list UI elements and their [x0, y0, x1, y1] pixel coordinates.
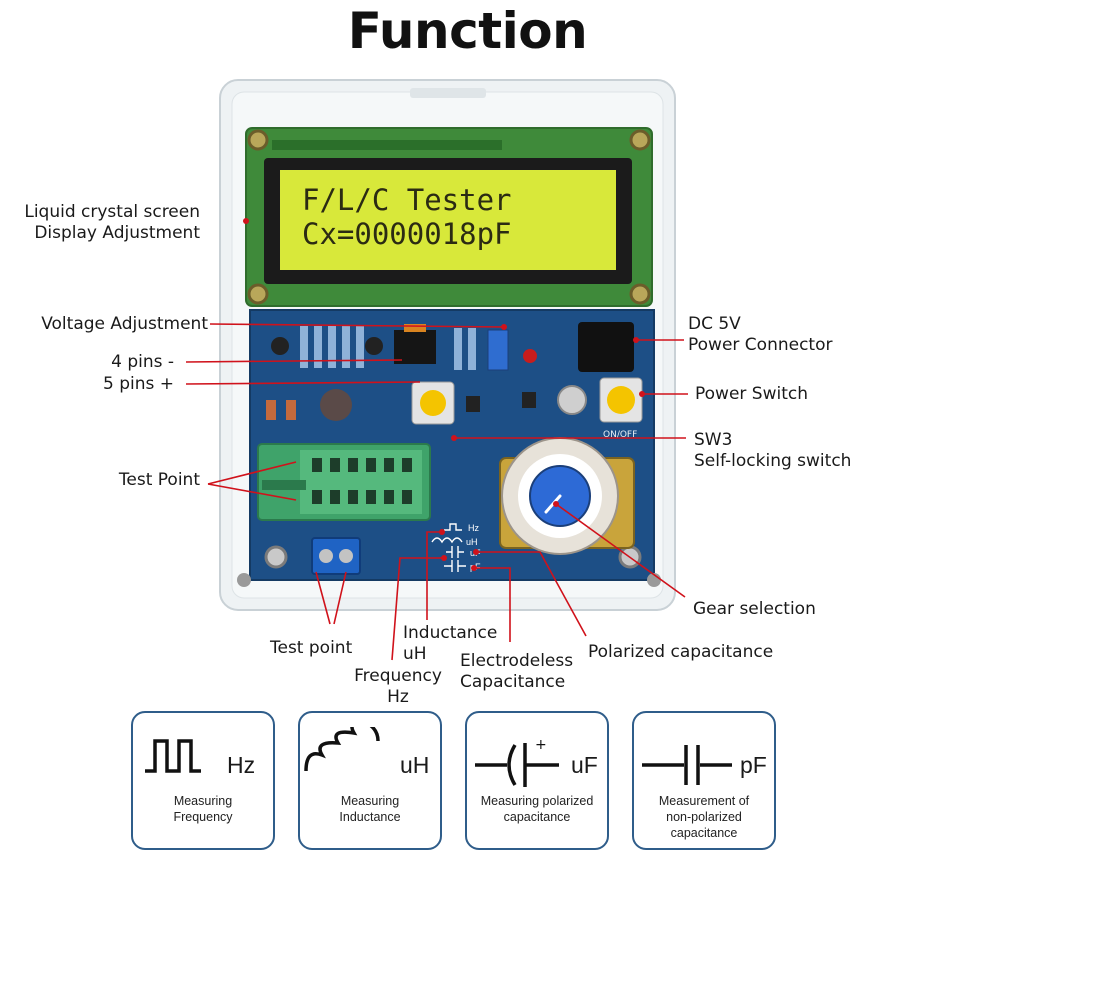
card-unit-hz: Hz [227, 752, 255, 778]
label-dc-line1: DC 5V [688, 314, 741, 334]
label-electrodeless-line1: Electrodeless [460, 651, 574, 671]
card-unit-uf: uF [571, 752, 598, 778]
gear-selector-rotary [499, 437, 635, 555]
sw3-button [411, 381, 455, 425]
ic-chip [394, 330, 436, 364]
label-voltage-adjustment: Voltage Adjustment [41, 314, 208, 334]
callout-4pins [185, 359, 403, 363]
lcd-header-pins [272, 140, 502, 150]
label-electrodeless: Electrodeless Capacitance [460, 651, 573, 693]
lcd-line-1: F/L/C Tester [302, 183, 512, 217]
voltage-potentiometer [487, 329, 509, 371]
lcd-screen [280, 170, 616, 270]
callout-inductance [426, 531, 442, 620]
label-inductance-line2: uH [403, 644, 427, 664]
card-unit-pf: pF [740, 752, 767, 778]
callout-terminal-b [333, 571, 347, 625]
capacitor-icon: pF [642, 745, 767, 785]
callout-testpoint-a [207, 461, 297, 485]
label-power-switch: Power Switch [695, 384, 809, 404]
callout-testpoint-b [207, 483, 297, 501]
label-dc-line2: Power Connector [688, 335, 833, 355]
label-test-point-socket: Test Point [118, 470, 200, 490]
dc-jack [578, 322, 634, 372]
zif-test-socket [257, 443, 431, 521]
label-gear-selection: Gear selection [693, 599, 816, 619]
label-sw3-line1: SW3 [694, 430, 733, 450]
inductor-coil-icon: uH [304, 727, 429, 778]
callout-5pins [185, 381, 421, 385]
label-sw3: SW3 Self-locking switch [694, 430, 851, 472]
label-test-point-terminal: Test point [270, 638, 353, 658]
label-frequency-line2: Hz [387, 687, 409, 707]
test-terminal-block [311, 537, 361, 575]
label-4-pins: 4 pins - [111, 352, 174, 372]
label-lcd-screen: Liquid crystal screen Display Adjustment [2, 202, 200, 244]
capacitor-10uf-left [271, 337, 289, 355]
polarized-capacitor-icon: + uF [475, 737, 598, 787]
resistor-bank [300, 326, 476, 370]
label-electrodeless-line2: Capacitance [460, 672, 566, 692]
capacitor-10uf-right [365, 337, 383, 355]
callout-frequency [391, 557, 444, 661]
silk-hz: Hz [468, 523, 479, 533]
label-5-pins: 5 pins + [102, 374, 174, 394]
square-wave-icon: Hz [145, 739, 255, 778]
label-frequency: Frequency Hz [338, 666, 458, 708]
label-lcd-screen-line1: Liquid crystal screen [24, 202, 200, 222]
callout-electrodeless [474, 567, 511, 642]
label-inductance: Inductance uH [403, 623, 497, 665]
label-sw3-line2: Self-locking switch [694, 451, 852, 471]
page-title: Function [347, 2, 588, 60]
label-inductance-line1: Inductance [403, 623, 498, 643]
callout-voltage [209, 323, 505, 328]
card-unit-uh: uH [400, 752, 429, 778]
led-indicator [523, 349, 537, 363]
callout-gear [555, 503, 686, 598]
label-dc-connector: DC 5V Power Connector [688, 314, 832, 356]
callout-dots [243, 218, 645, 571]
silk-uh: uH [466, 537, 478, 547]
power-switch-button [599, 377, 643, 423]
callout-lines [185, 323, 688, 661]
lcd-line-2: Cx=0000018pF [302, 217, 512, 251]
callout-terminal-a [315, 571, 331, 625]
label-polarized-capacitance: Polarized capacitance [588, 642, 774, 662]
callout-polarized [476, 551, 587, 637]
function-silk-legend [431, 523, 466, 572]
label-frequency-line1: Frequency [354, 666, 442, 686]
on-off-silk: ON/OFF [603, 430, 637, 440]
label-lcd-screen-line2: Display Adjustment [34, 223, 200, 243]
plus-sign-icon: + [535, 737, 547, 753]
